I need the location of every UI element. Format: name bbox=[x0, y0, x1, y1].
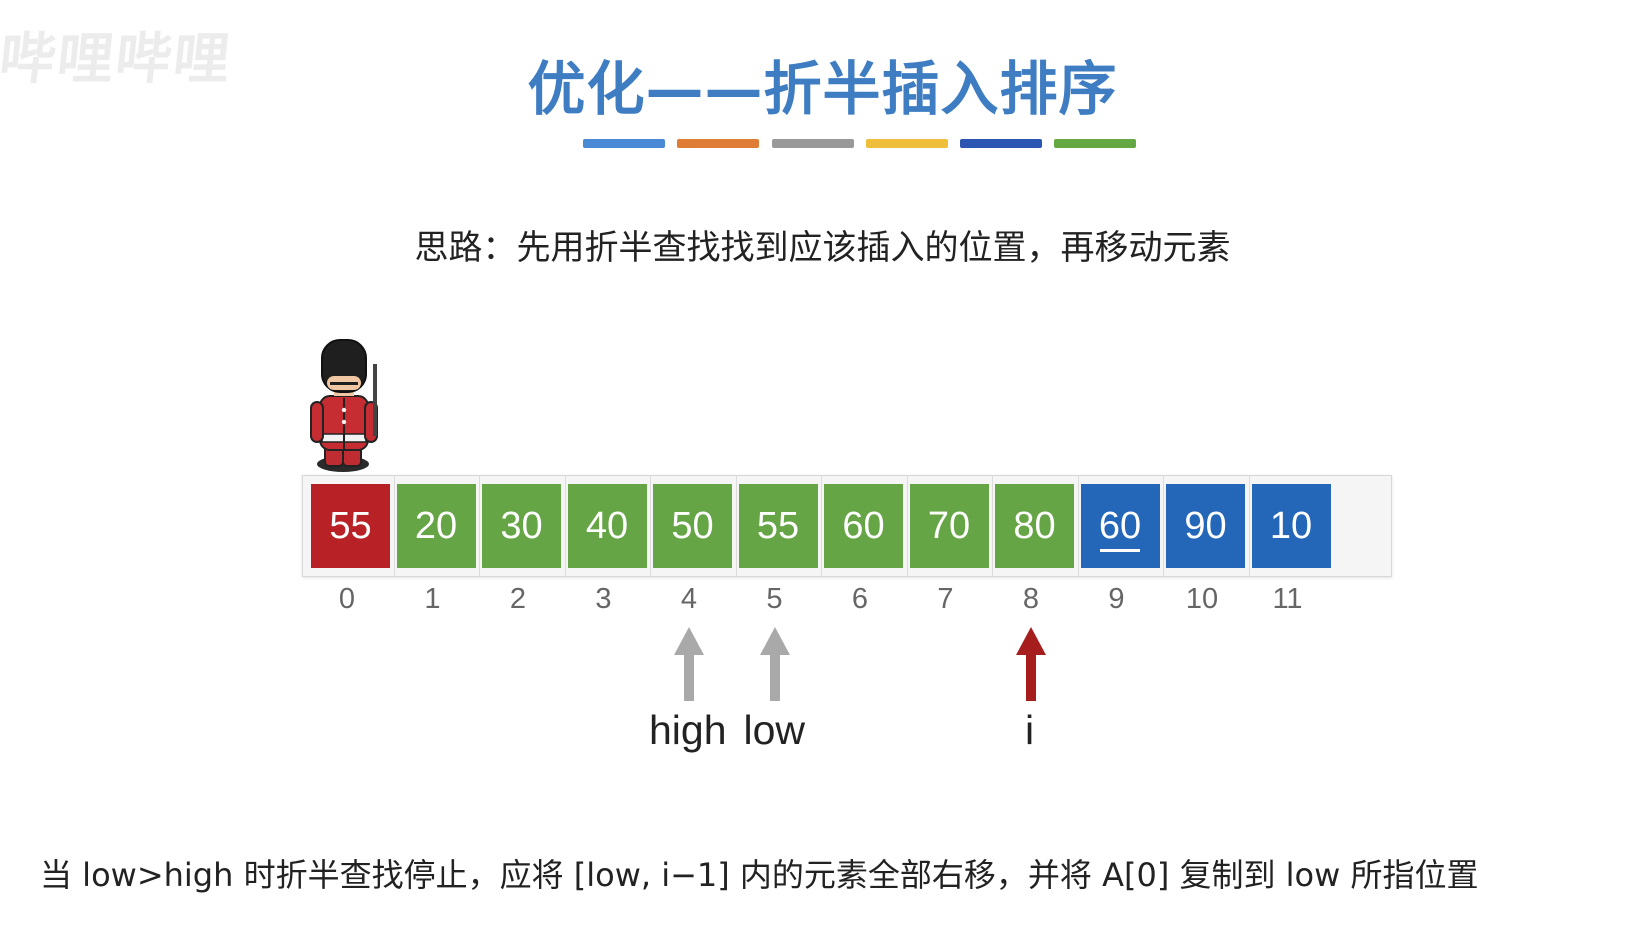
color-bar-4 bbox=[960, 139, 1042, 148]
array-cell-1: 20 bbox=[396, 484, 476, 568]
array-cell-value: 80 bbox=[1013, 505, 1056, 547]
array-divider bbox=[821, 476, 822, 576]
array-cell-9: 60 bbox=[1080, 484, 1160, 568]
royal-guard-icon bbox=[310, 338, 384, 476]
color-bar-3 bbox=[866, 139, 948, 148]
page-title: 优化——折半插入排序 bbox=[527, 55, 1118, 123]
array-cell-10: 90 bbox=[1166, 484, 1245, 568]
array-index-label: 5 bbox=[766, 583, 783, 615]
array-divider bbox=[393, 476, 395, 576]
array-divider bbox=[1248, 476, 1250, 576]
array-index-label: 4 bbox=[680, 583, 698, 615]
array-index-label: 7 bbox=[937, 583, 954, 615]
array-index-label: 9 bbox=[1108, 583, 1125, 615]
array-cell-value: 90 bbox=[1184, 505, 1227, 547]
array-cell-value: 30 bbox=[500, 505, 543, 547]
array-index-label: 6 bbox=[851, 583, 869, 615]
pointer-label-high: high bbox=[649, 707, 727, 753]
array-divider bbox=[735, 476, 737, 576]
array-cell-value: 60 bbox=[842, 505, 885, 547]
array-divider bbox=[564, 476, 566, 576]
array-cell-3: 40 bbox=[567, 484, 647, 568]
subtitle: 思路：先用折半查找找到应该插入的位置，再移动元素 bbox=[414, 228, 1231, 268]
color-bar-2 bbox=[772, 139, 854, 148]
array-cell-value: 20 bbox=[414, 505, 458, 547]
pointer-arrow-low bbox=[759, 627, 790, 701]
array-cell-4: 50 bbox=[653, 484, 732, 568]
array-index-label: 11 bbox=[1272, 583, 1303, 615]
pointer-label-i: i bbox=[1025, 707, 1035, 753]
array-cell-value: 55 bbox=[329, 505, 372, 547]
array-index-label: 0 bbox=[338, 583, 356, 615]
array-container: 55 20 30 40 50 55 60 70 80 60 90 10 bbox=[302, 475, 1392, 577]
pointer-arrow-i bbox=[1016, 627, 1046, 701]
array-cell-7: 70 bbox=[909, 484, 989, 568]
array-index-label: 1 bbox=[424, 583, 441, 615]
array-cell-value: 10 bbox=[1269, 505, 1313, 547]
array-cell-0: 55 bbox=[311, 484, 390, 568]
array-divider bbox=[479, 476, 480, 576]
array-cell-6: 60 bbox=[824, 484, 903, 568]
array-cell-2: 30 bbox=[482, 484, 561, 568]
pointer-label-low: low bbox=[743, 707, 806, 753]
array-divider bbox=[906, 476, 908, 576]
array-cell-value: 50 bbox=[671, 505, 714, 547]
array-cell-11: 10 bbox=[1251, 484, 1331, 568]
color-bar-5 bbox=[1054, 139, 1136, 148]
pointer-arrow-high bbox=[674, 627, 704, 701]
array-divider bbox=[992, 476, 993, 576]
color-bar-1 bbox=[677, 139, 759, 148]
array-cell-value: 55 bbox=[756, 505, 800, 547]
array-cell-value: 40 bbox=[585, 505, 629, 547]
color-bar-0 bbox=[583, 139, 665, 148]
array-cell-value: 70 bbox=[927, 505, 971, 547]
array-cell-value: 60 bbox=[1098, 505, 1142, 552]
array-cell-5: 55 bbox=[738, 484, 818, 568]
array-index-label: 10 bbox=[1185, 583, 1219, 615]
array-divider bbox=[1163, 476, 1164, 576]
array-index-label: 2 bbox=[509, 583, 527, 615]
array-index-label: 8 bbox=[1022, 583, 1040, 615]
array-divider bbox=[1077, 476, 1079, 576]
bottom-explanation: 当 low>high 时折半查找停止，应将 [low, i−1] 内的元素全部右… bbox=[40, 856, 1479, 894]
array-cell-8: 80 bbox=[995, 484, 1074, 568]
array-index-label: 3 bbox=[595, 583, 612, 615]
array-divider bbox=[650, 476, 651, 576]
